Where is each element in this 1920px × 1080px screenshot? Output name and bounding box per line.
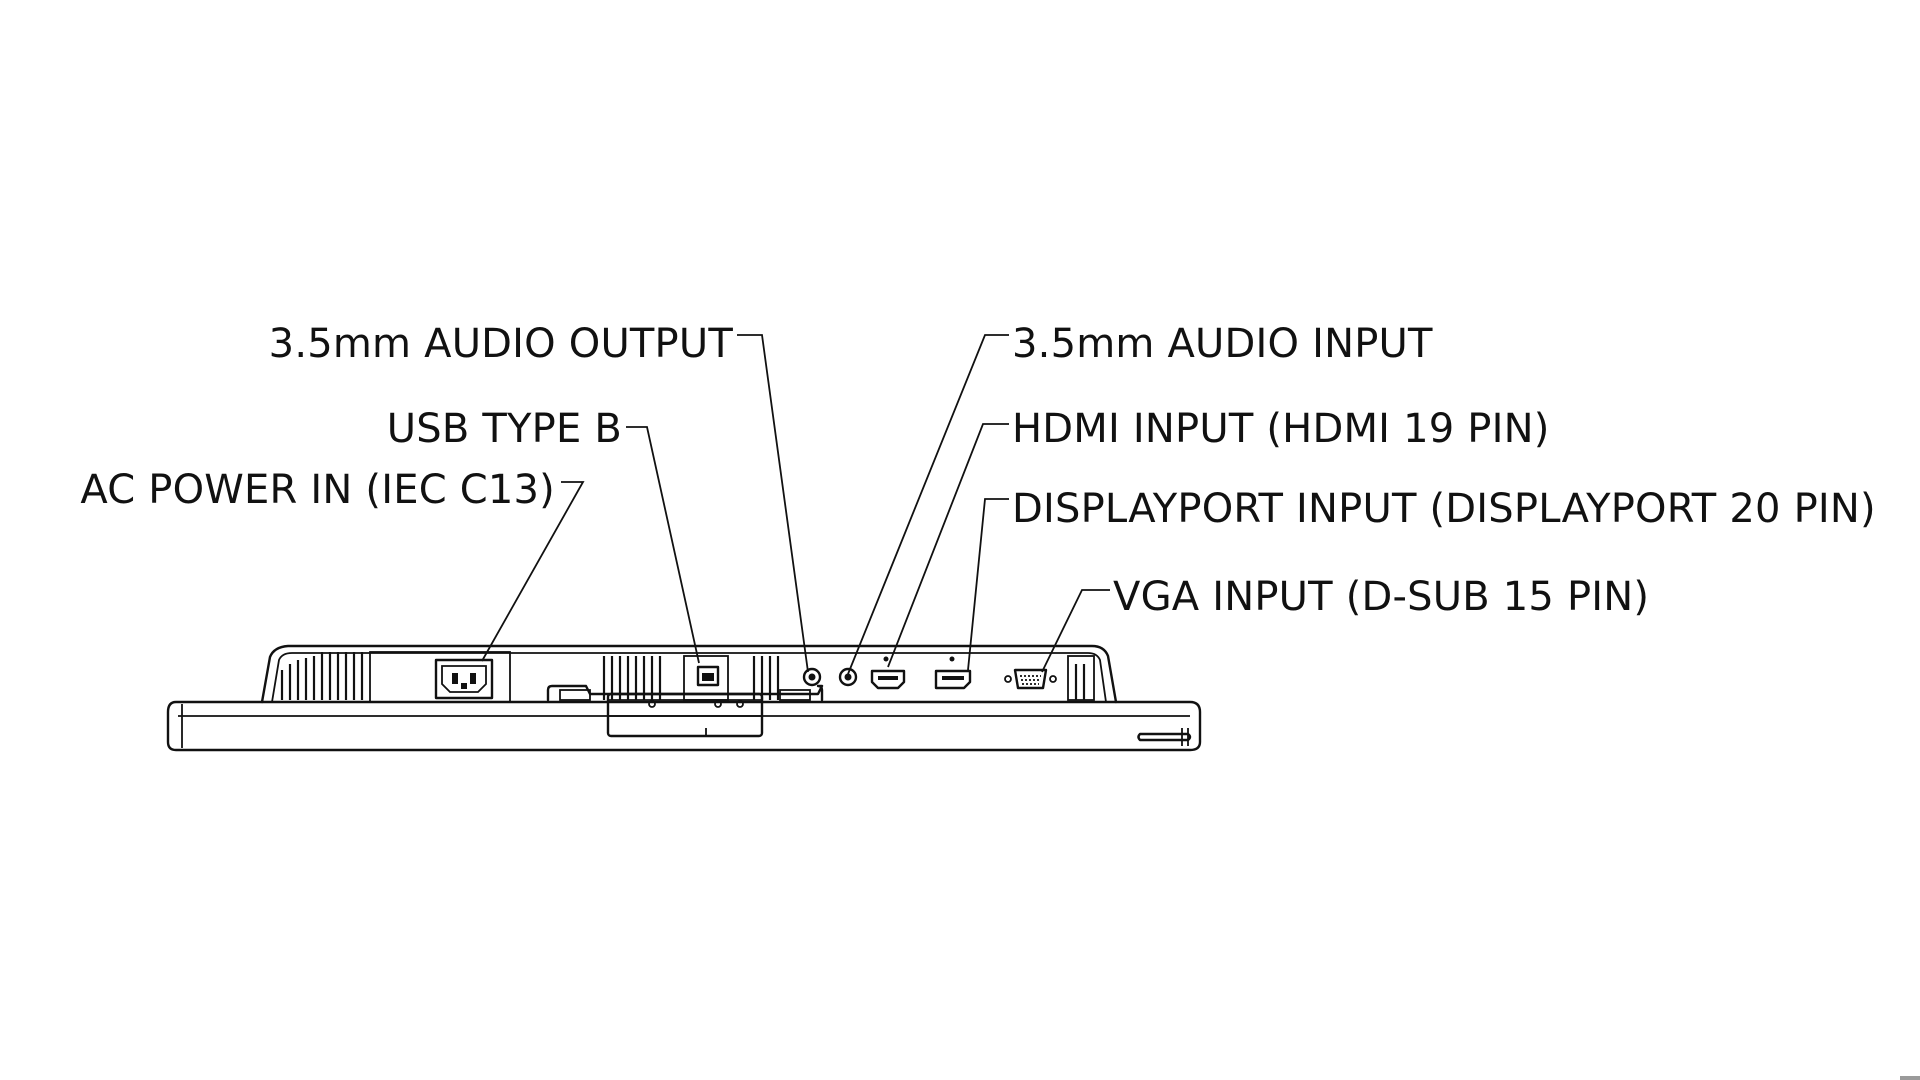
side-slot [1137, 728, 1192, 746]
audio-input-jack [838, 667, 858, 687]
label-ac-power-in: AC POWER IN (IEC C13) [80, 467, 555, 513]
leader-usb-type-b [626, 426, 700, 664]
label-audio-output: 3.5mm AUDIO OUTPUT [269, 321, 734, 367]
leader-audio-input [847, 334, 1009, 675]
audio-output-jack [802, 667, 822, 687]
label-vga-input: VGA INPUT (D-SUB 15 PIN) [1113, 574, 1649, 620]
leader-ac-power-in [481, 481, 585, 662]
monitor-body [166, 700, 1202, 752]
stand-mount [546, 684, 824, 738]
rear-housing-inner [271, 652, 1107, 703]
leader-hdmi-input [887, 423, 1009, 668]
hdmi-port [870, 656, 906, 690]
vent-center [602, 656, 662, 700]
vent-small [752, 656, 780, 700]
label-hdmi-input: HDMI INPUT (HDMI 19 PIN) [1012, 406, 1550, 452]
leader-lines [481, 334, 1110, 675]
label-displayport-input: DISPLAYPORT INPUT (DISPLAYPORT 20 PIN) [1012, 486, 1876, 532]
corner-mark [1900, 1076, 1920, 1080]
label-audio-input: 3.5mm AUDIO INPUT [1012, 321, 1433, 367]
monitor-drawing [166, 644, 1202, 752]
vga-port [1004, 668, 1057, 690]
label-usb-type-b: USB TYPE B [387, 406, 622, 452]
vent-left [280, 652, 364, 700]
ac-power-socket [434, 658, 494, 700]
vent-right [1067, 655, 1095, 701]
rear-housing [260, 644, 1118, 704]
displayport-port [934, 656, 972, 690]
leader-displayport-input [967, 498, 1009, 671]
leader-audio-output [737, 334, 809, 673]
leader-vga-input [1041, 589, 1110, 673]
